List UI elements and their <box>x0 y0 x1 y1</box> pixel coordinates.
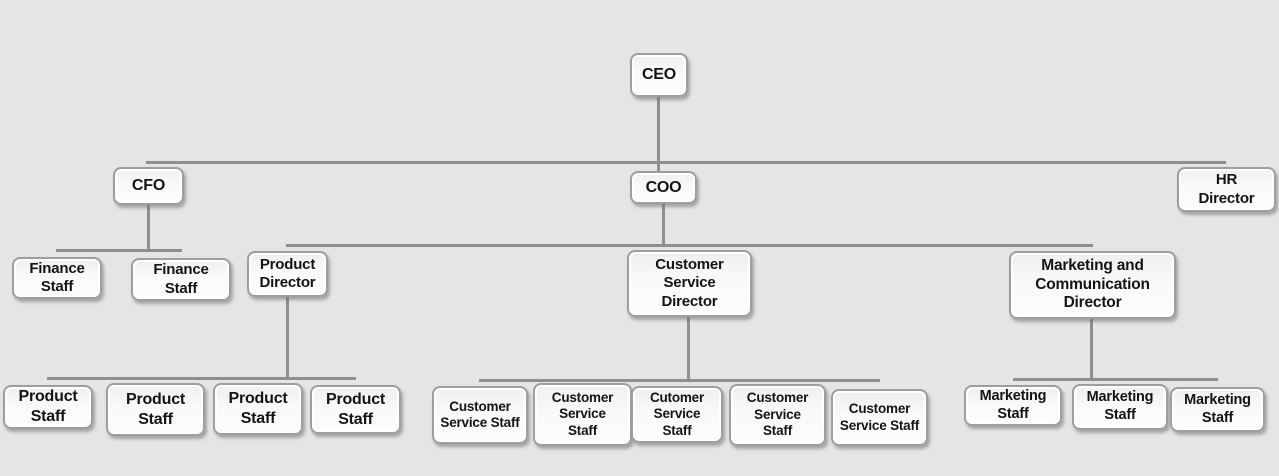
connector-coo-children <box>286 244 1093 247</box>
connector-product-dir-drop <box>286 297 289 378</box>
org-node-marketing-staff-1: Marketing Staff <box>964 385 1062 426</box>
org-node-customer-service-director: Customer Service Director <box>627 250 752 317</box>
org-node-marketing-staff-3: Marketing Staff <box>1170 387 1265 432</box>
connector-cfo-drop <box>147 205 150 250</box>
connector-cs-dir-drop <box>687 317 690 380</box>
org-node-product-staff-2: Product Staff <box>106 383 205 436</box>
org-node-customer-service-staff-3: Cutomer Service Staff <box>631 386 723 443</box>
org-node-hr-director: HR Director <box>1177 167 1276 212</box>
org-node-product-staff-1: Product Staff <box>3 385 93 429</box>
org-node-customer-service-staff-4: Customer Service Staff <box>729 384 826 446</box>
connector-ceo-drop <box>657 96 660 171</box>
connector-marketing-dir-drop <box>1090 319 1093 379</box>
connector-product-children <box>47 377 356 380</box>
org-node-product-director: Product Director <box>247 251 328 297</box>
org-node-cfo: CFO <box>113 167 184 205</box>
connector-cs-children <box>479 379 880 382</box>
connector-level1-horizontal <box>146 161 1226 164</box>
org-node-marketing-staff-2: Marketing Staff <box>1072 384 1168 430</box>
org-node-marketing-communication-director: Marketing and Communication Director <box>1009 251 1176 319</box>
org-node-customer-service-staff-1: Customer Service Staff <box>432 386 528 444</box>
org-node-product-staff-4: Product Staff <box>310 385 401 434</box>
connector-coo-drop <box>662 204 665 245</box>
org-node-customer-service-staff-2: Customer Service Staff <box>533 383 632 446</box>
org-node-finance-staff-1: Finance Staff <box>12 257 102 299</box>
org-node-finance-staff-2: Finance Staff <box>131 258 231 301</box>
org-node-product-staff-3: Product Staff <box>213 383 303 435</box>
connector-marketing-children <box>1013 378 1218 381</box>
org-node-ceo: CEO <box>630 53 688 97</box>
org-node-coo: COO <box>630 171 697 204</box>
org-node-customer-service-staff-5: Customer Service Staff <box>831 389 928 446</box>
connector-cfo-children <box>56 249 182 252</box>
